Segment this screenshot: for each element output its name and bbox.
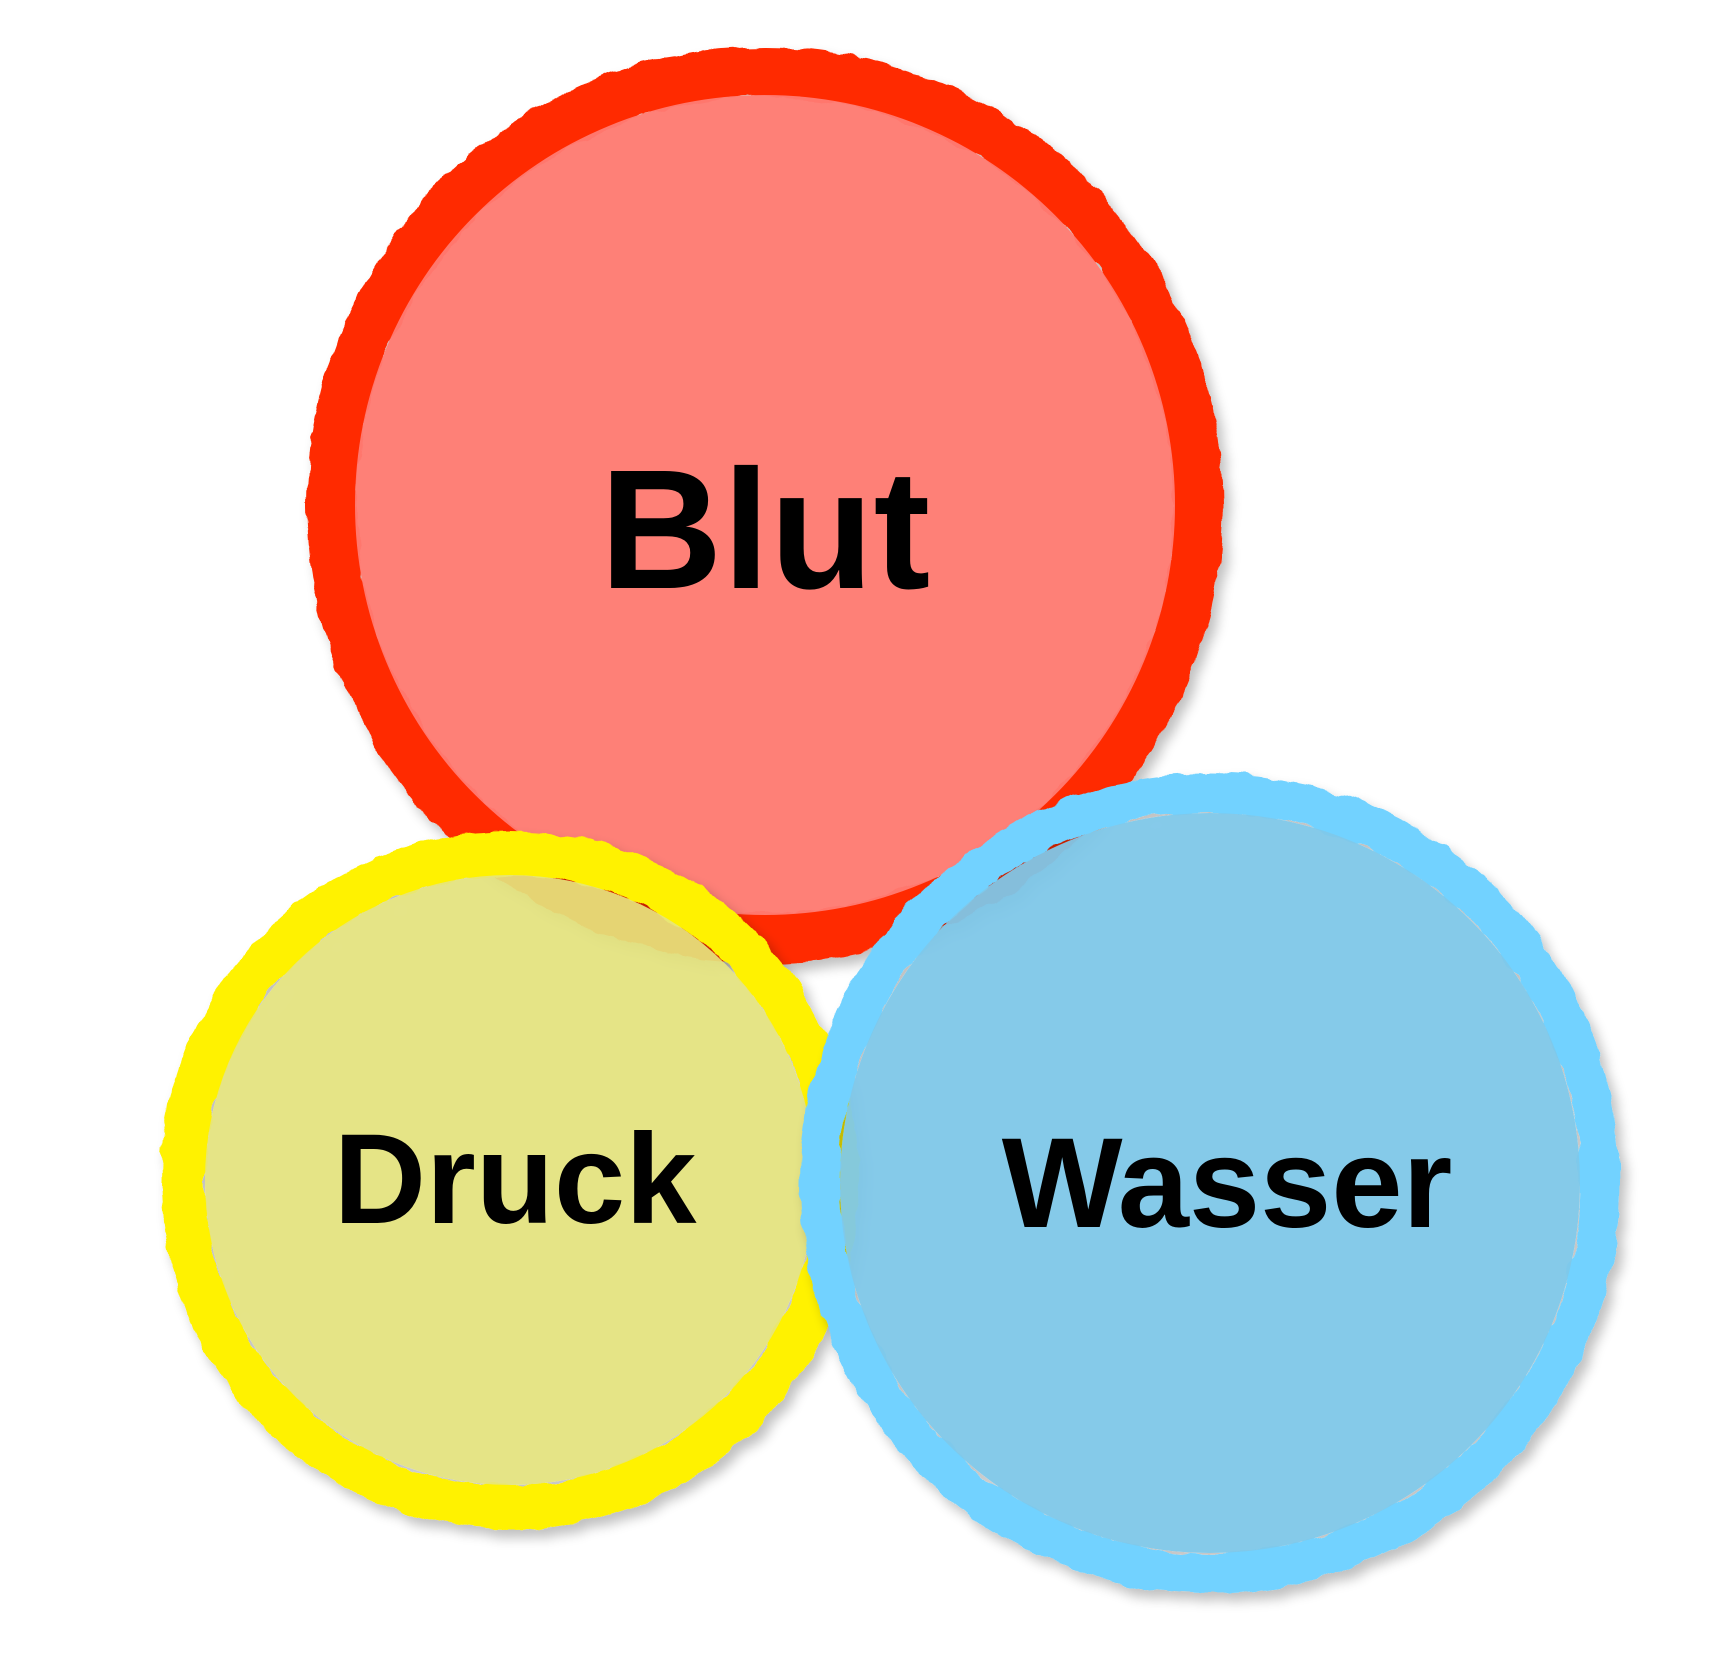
- circle-wasser: [800, 773, 1620, 1593]
- circle-blut-ring: [307, 47, 1223, 963]
- circle-wasser-fill: [840, 813, 1580, 1553]
- label-wasser: Wasser: [1002, 1112, 1453, 1255]
- circle-blut: [307, 47, 1223, 963]
- label-blut: Blut: [600, 435, 930, 625]
- circle-wasser-ring: [800, 773, 1620, 1593]
- circle-blut-fill: [355, 95, 1175, 915]
- circle-druck-fill: [205, 875, 815, 1485]
- label-druck: Druck: [334, 1108, 698, 1251]
